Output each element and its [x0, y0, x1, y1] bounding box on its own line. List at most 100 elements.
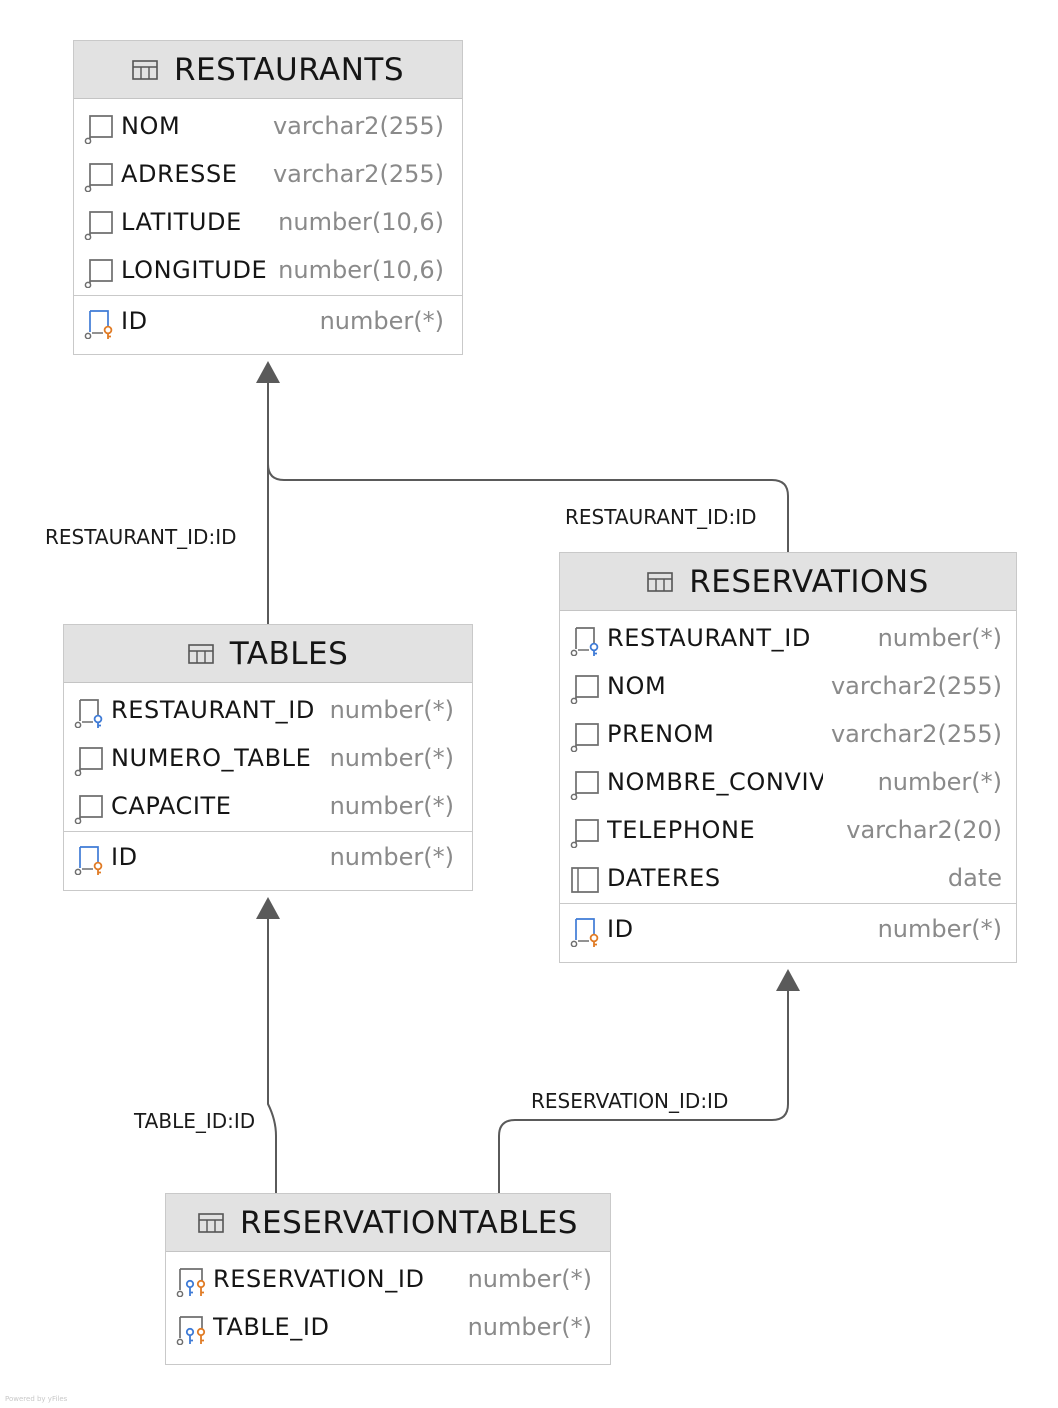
- column-row[interactable]: NUMERO_TABLE number(*): [64, 735, 472, 783]
- entity-header[interactable]: RESERVATIONTABLES: [166, 1194, 610, 1252]
- column-name: RESTAURANT_ID: [111, 696, 315, 724]
- relationship-line-reservationtables-reservations: [498, 990, 789, 1193]
- table-icon: [187, 643, 230, 664]
- relationship-label: RESTAURANT_ID:ID: [565, 505, 757, 529]
- column-type: number(*): [877, 768, 1002, 796]
- column-row[interactable]: LATITUDE number(10,6): [74, 199, 462, 247]
- relationship-label: TABLE_ID:ID: [134, 1109, 256, 1133]
- column-row[interactable]: NOMBRE_CONVIVES number(*): [560, 759, 1016, 807]
- column-row[interactable]: ID number(*): [64, 834, 472, 882]
- column-row[interactable]: TELEPHONE varchar2(20): [560, 807, 1016, 855]
- column-row[interactable]: CAPACITE number(*): [64, 783, 472, 831]
- entity-header[interactable]: RESTAURANTS: [74, 41, 462, 99]
- column-icon: [83, 162, 115, 193]
- column-icon: [569, 674, 601, 705]
- column-name: ID: [111, 843, 138, 871]
- table-icon: [647, 571, 689, 592]
- column-name: CAPACITE: [111, 792, 232, 820]
- primary-foreign-key-column-icon: [175, 1315, 207, 1346]
- column-icon: [569, 818, 601, 849]
- foreign-key-column-icon: [73, 698, 105, 729]
- key-divider: [64, 831, 472, 832]
- key-divider: [560, 903, 1016, 904]
- column-name: RESTAURANT_ID: [607, 624, 811, 652]
- column-name: ID: [121, 307, 148, 335]
- column-type: number(10,6): [278, 208, 444, 236]
- column-icon: [569, 722, 601, 753]
- table-icon: [198, 1212, 240, 1233]
- column-name: NOM: [607, 672, 667, 700]
- nullable-column-icon: [569, 866, 601, 896]
- column-row[interactable]: TABLE_ID number(*): [166, 1304, 610, 1352]
- column-type: number(*): [467, 1265, 592, 1293]
- column-row[interactable]: NOM varchar2(255): [560, 663, 1016, 711]
- entity-title: TABLES: [229, 635, 349, 672]
- column-icon: [83, 210, 115, 241]
- column-row[interactable]: DATERES date: [560, 855, 1016, 903]
- table-icon: [132, 59, 174, 80]
- entity-header[interactable]: TABLES: [64, 625, 472, 683]
- column-type: number(*): [329, 792, 454, 820]
- column-name: LONGITUDE: [121, 256, 268, 284]
- column-type: varchar2(255): [272, 160, 444, 188]
- arrowhead-reservations: [776, 969, 800, 991]
- key-divider: [74, 295, 462, 296]
- column-icon: [73, 746, 105, 777]
- column-name: LATITUDE: [121, 208, 242, 236]
- column-name: PRENOM: [607, 720, 715, 748]
- entity-header[interactable]: RESERVATIONS: [560, 553, 1016, 611]
- primary-key-column-icon: [83, 309, 115, 340]
- column-row[interactable]: ID number(*): [560, 906, 1016, 954]
- column-row[interactable]: ID number(*): [74, 298, 462, 346]
- rows-bottom-padding: [560, 954, 1016, 962]
- entity-reservationtables[interactable]: RESERVATIONTABLES RESERVATION_ID number(*)…: [165, 1193, 611, 1365]
- column-type: varchar2(255): [830, 672, 1002, 700]
- column-row[interactable]: RESTAURANT_ID number(*): [64, 687, 472, 735]
- column-name: ADRESSE: [121, 160, 238, 188]
- primary-key-column-icon: [73, 845, 105, 876]
- column-row[interactable]: RESERVATION_ID number(*): [166, 1256, 610, 1304]
- column-name: TELEPHONE: [607, 816, 756, 844]
- arrowhead-restaurants: [256, 361, 280, 383]
- arrowhead-tables: [256, 897, 280, 919]
- entity-title: RESTAURANTS: [173, 51, 405, 88]
- foreign-key-column-icon: [569, 626, 601, 657]
- column-type: number(*): [329, 696, 454, 724]
- column-row[interactable]: LONGITUDE number(10,6): [74, 247, 462, 295]
- column-name: NUMERO_TABLE: [111, 744, 312, 772]
- relationship-label: RESERVATION_ID:ID: [531, 1089, 729, 1113]
- column-type: number(*): [319, 307, 444, 335]
- column-icon: [569, 770, 601, 801]
- rows-bottom-padding: [64, 882, 472, 890]
- column-name: RESERVATION_ID: [213, 1265, 425, 1293]
- column-type: varchar2(255): [272, 112, 444, 140]
- column-icon: [83, 114, 115, 145]
- column-name: ID: [607, 915, 634, 943]
- entity-title: RESERVATIONTABLES: [240, 1204, 578, 1241]
- column-type: number(*): [467, 1313, 592, 1341]
- column-name: TABLE_ID: [213, 1313, 330, 1341]
- column-type: date: [947, 864, 1002, 892]
- rows-bottom-padding: [74, 346, 462, 354]
- column-row[interactable]: ADRESSE varchar2(255): [74, 151, 462, 199]
- column-row[interactable]: PRENOM varchar2(255): [560, 711, 1016, 759]
- relationship-line-reservationtables-tables: [267, 918, 277, 1193]
- column-type: number(*): [877, 915, 1002, 943]
- watermark: Powered by yFiles: [5, 1395, 68, 1403]
- column-type: number(10,6): [278, 256, 444, 284]
- entity-title: RESERVATIONS: [689, 563, 929, 600]
- column-name: NOMBRE_CONVIVES: [607, 768, 823, 796]
- column-type: varchar2(255): [830, 720, 1002, 748]
- column-type: varchar2(20): [846, 816, 1002, 844]
- column-type: number(*): [329, 744, 454, 772]
- column-name: DATERES: [607, 864, 721, 892]
- column-icon: [73, 794, 105, 825]
- primary-foreign-key-column-icon: [175, 1267, 207, 1298]
- column-type: number(*): [329, 843, 454, 871]
